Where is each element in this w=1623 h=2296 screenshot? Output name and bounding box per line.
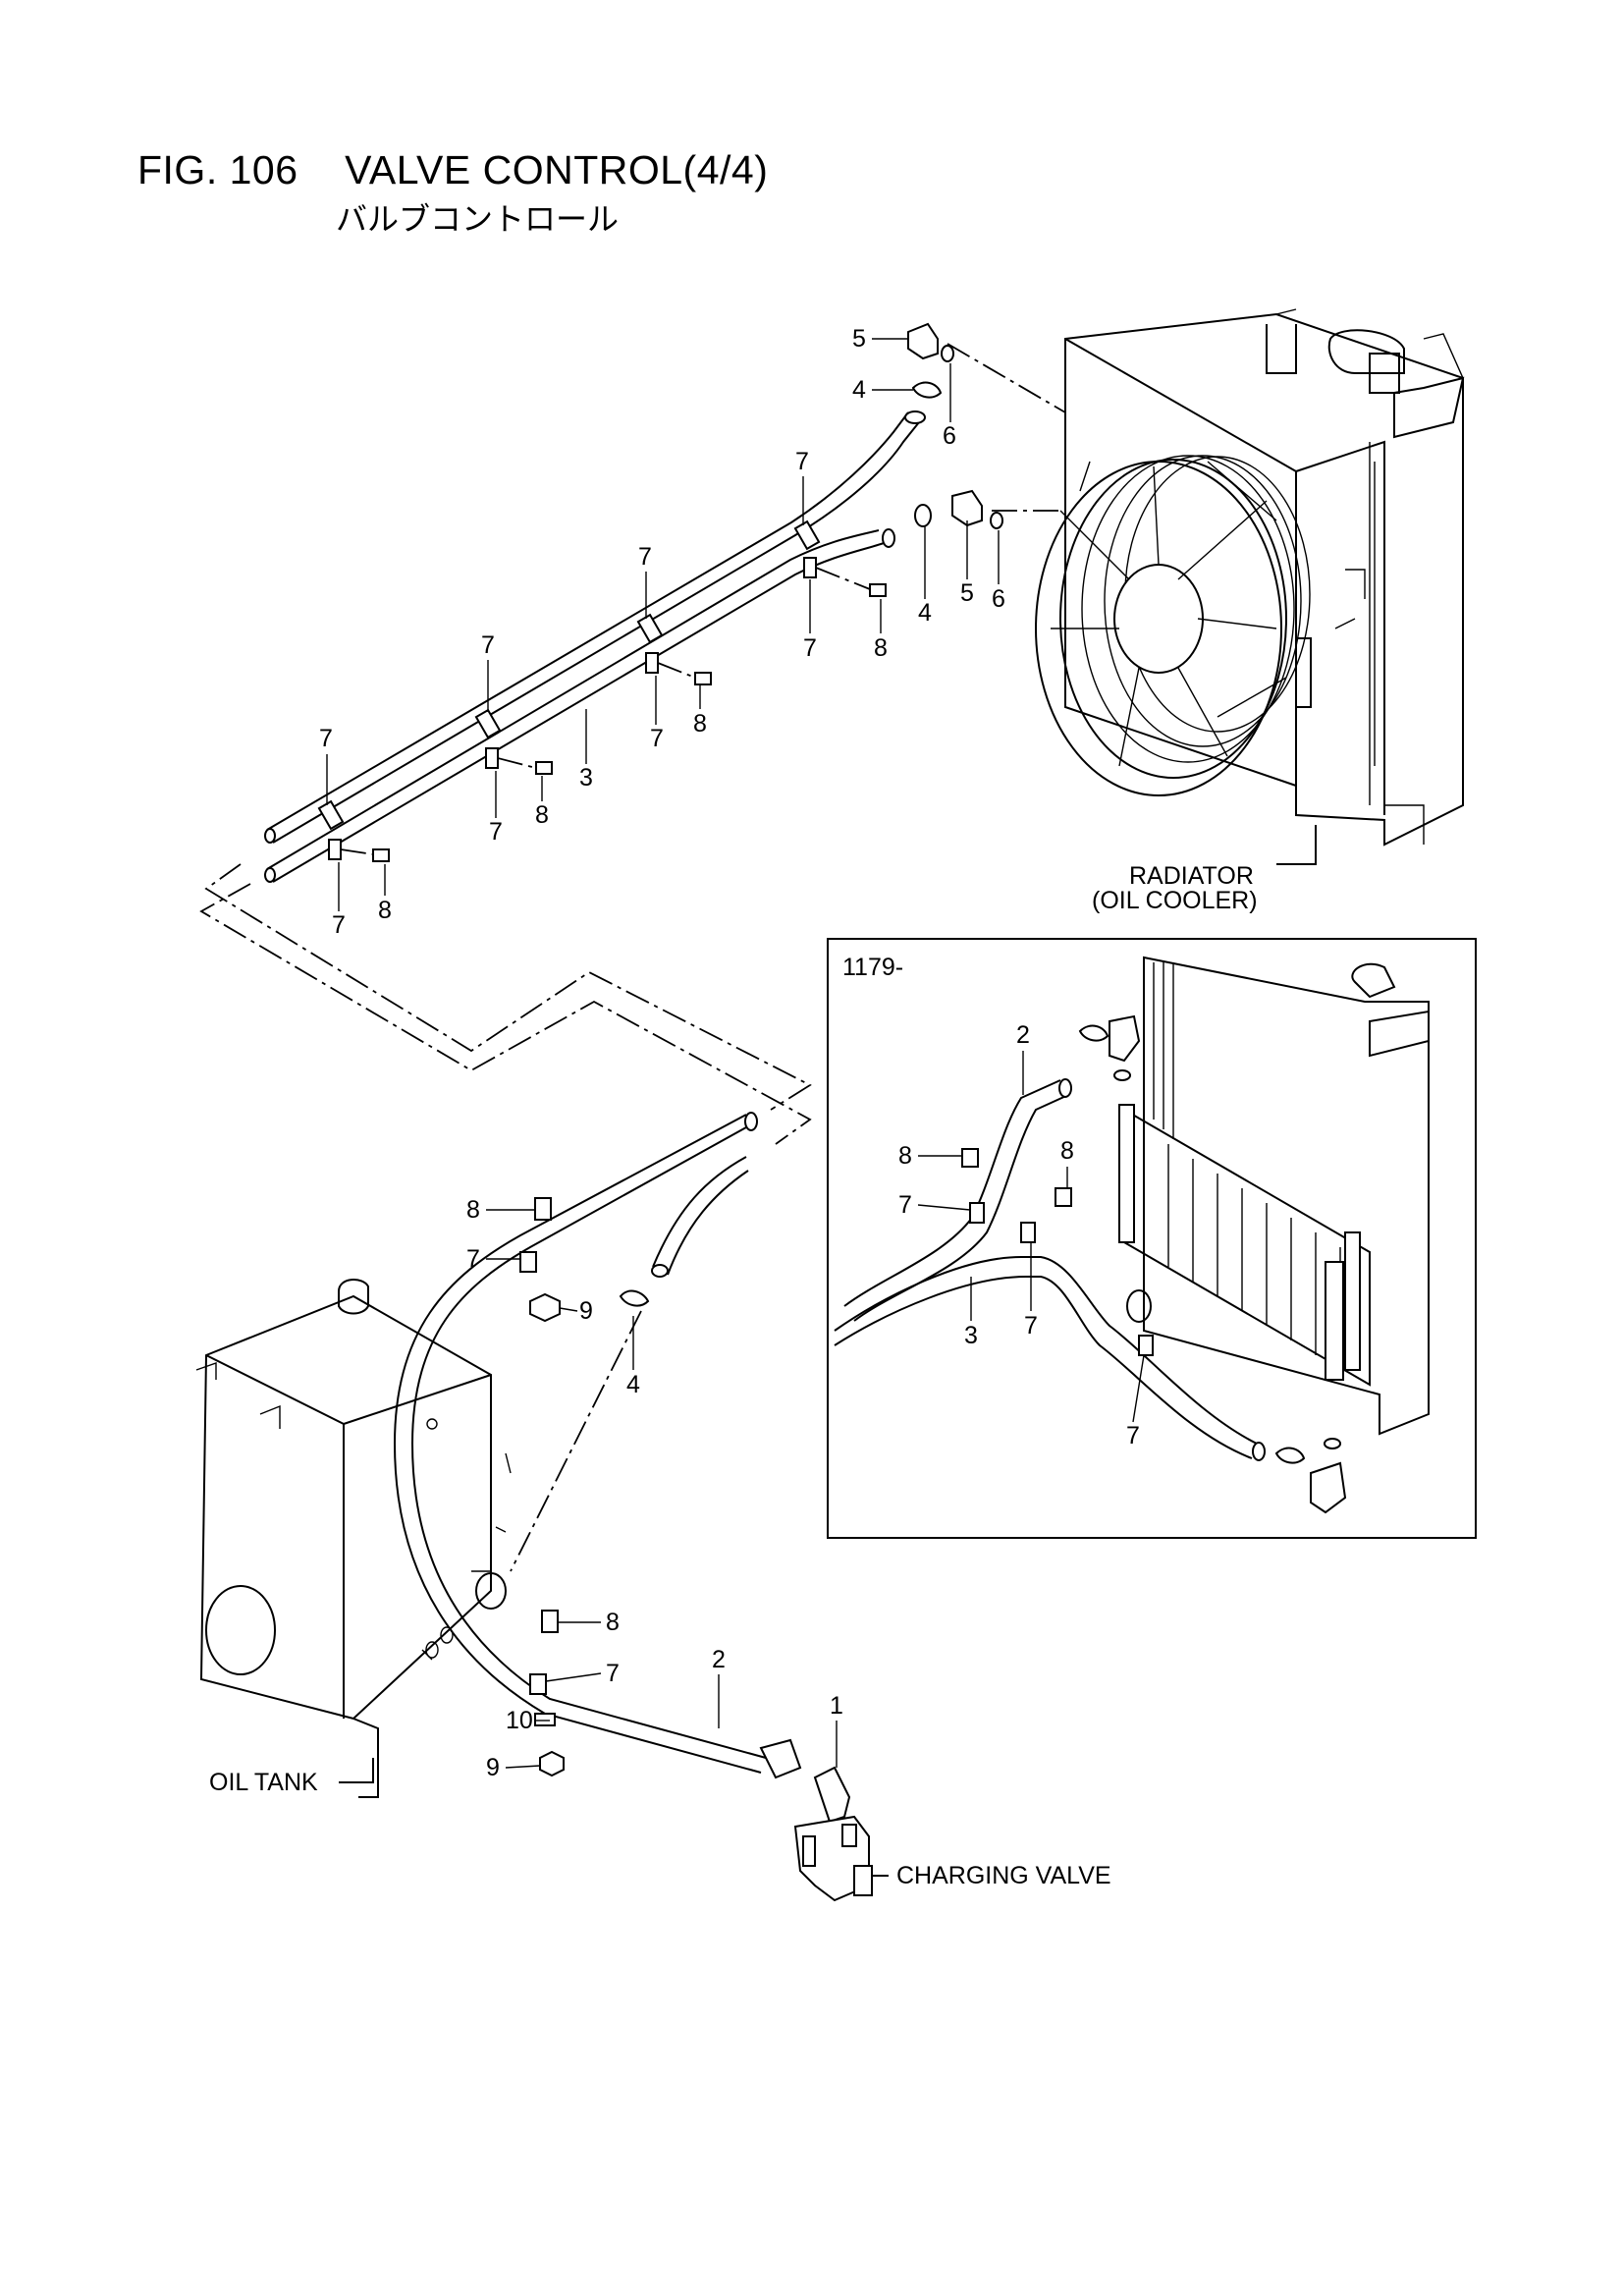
radiator-fittings [907, 322, 1066, 529]
figure-name: VALVE CONTROL(4/4) [345, 147, 769, 192]
link-line-lower [199, 883, 812, 1145]
callout-8: 8 [693, 710, 707, 738]
inset-hoses [834, 1014, 1347, 1514]
callout-1: 1 [830, 1692, 843, 1720]
callout-8: 8 [874, 634, 888, 662]
radiator-sublabel: (OIL COOLER) [1092, 887, 1258, 914]
callout-7: 7 [332, 911, 346, 939]
callout-5: 5 [960, 579, 974, 607]
charging-valve [793, 1766, 889, 1902]
callout-8: 8 [898, 1142, 912, 1170]
figure-number: FIG. 106 [137, 147, 298, 192]
inset-frame [827, 938, 1477, 1539]
callout-7: 7 [650, 725, 664, 752]
callout-2: 2 [712, 1646, 726, 1673]
callout-7: 7 [466, 1245, 480, 1273]
callout-9: 9 [579, 1297, 593, 1325]
callout-6: 6 [943, 422, 956, 450]
callout-7: 7 [481, 631, 495, 659]
callout-7: 7 [795, 448, 809, 475]
callout-4: 4 [852, 376, 866, 404]
inset-radiator [1118, 956, 1430, 1436]
radiator-label: RADIATOR [1129, 862, 1254, 890]
oil-tank [195, 1279, 512, 1798]
figure-subtitle: バルブコントロール [336, 201, 620, 237]
radiator-assembly [1064, 308, 1465, 847]
callout-7: 7 [638, 543, 652, 571]
callout-7: 7 [898, 1191, 912, 1219]
callout-6: 6 [992, 585, 1005, 613]
callout-4: 4 [918, 599, 932, 627]
callout-7: 7 [319, 725, 333, 752]
callout-3: 3 [964, 1322, 978, 1349]
callout-9: 9 [486, 1754, 500, 1781]
callout-4: 4 [626, 1371, 640, 1398]
callout-8: 8 [606, 1609, 620, 1636]
callout-8: 8 [466, 1196, 480, 1224]
callout-7: 7 [489, 818, 503, 846]
radiator-leader [1276, 825, 1317, 865]
callout-5: 5 [852, 325, 866, 353]
callout-8: 8 [1060, 1137, 1074, 1165]
callout-7: 7 [1024, 1312, 1038, 1339]
callout-8: 8 [378, 897, 392, 924]
part-callouts: 5 4 6 7 7 8 4 5 6 7 7 8 7 3 8 7 7 7 8 [319, 325, 1145, 1781]
oil-tank-leader [339, 1758, 374, 1783]
figure-title: FIG. 106 VALVE CONTROL(4/4) [137, 147, 768, 193]
link-line-upper [204, 863, 812, 1111]
upper-hoses [264, 410, 926, 883]
callout-8: 8 [535, 801, 549, 829]
callout-7: 7 [1126, 1422, 1140, 1449]
charging-valve-label: CHARGING VALVE [896, 1862, 1111, 1889]
lower-hoses [393, 1112, 802, 1779]
callout-3: 3 [579, 764, 593, 792]
radiator-fan [1035, 455, 1312, 796]
inset-serial-label: 1179- [842, 954, 903, 981]
oil-tank-label: OIL TANK [209, 1769, 318, 1796]
callout-7: 7 [606, 1660, 620, 1687]
callout-2: 2 [1016, 1021, 1030, 1049]
callout-10: 10 [506, 1707, 533, 1734]
callout-7: 7 [803, 634, 817, 662]
